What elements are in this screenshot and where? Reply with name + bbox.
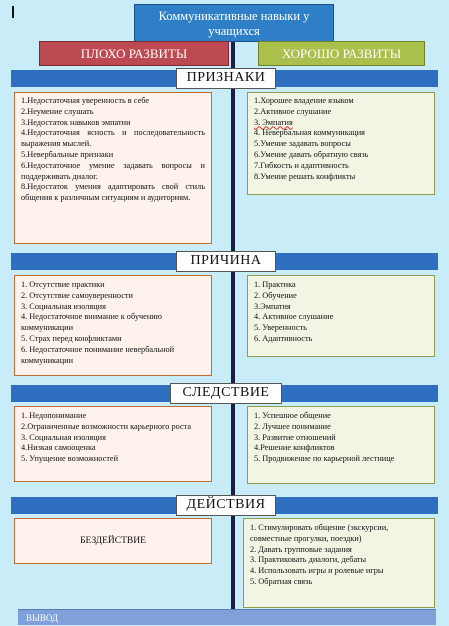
signs-bad-list: 1.Недостаточная уверенность в себе 2.Неу… [21,96,205,204]
list-item: 6. Недостаточное понимание невербальной … [21,344,175,365]
list-item: 3. Развитие отношений [254,432,336,442]
list-item: 2.Активное слушание [254,106,332,116]
consequence-bad-panel: 1. Недопонимание 2.Ограниченные возможно… [14,406,212,482]
list-item: 6.Умение давать обратную связь [254,149,369,159]
list-item: 5.Невербальные признаки [21,149,114,159]
list-item: 4. Невербальная коммуникация [254,128,365,138]
list-item: 1. Отсутствие практики [21,280,105,289]
bad-developed-label: ПЛОХО РАЗВИТЫ [39,41,229,66]
consequence-good-list: 1. Успешное общение 2. Лучшее понимание … [254,411,428,465]
section-title-actions: ДЕЙСТВИЯ [176,495,276,516]
list-item: 3. Социальная изоляция [21,301,106,311]
list-item: 2.Неумение слушать [21,106,94,116]
list-item: 4. Недостаточное внимание к обучению ком… [21,312,162,333]
list-item: 1. Стимулировать общение (экскурсии, сов… [250,523,389,543]
list-item: 6. Адаптивность [254,333,313,343]
actions-good-list: 1. Стимулировать общение (экскурсии, сов… [250,523,428,588]
list-item: 4.Решение конфликтов [254,443,335,453]
consequence-good-panel: 1. Успешное общение 2. Лучшее понимание … [247,406,435,484]
list-item: 3. Эмпатия [254,117,293,127]
list-item: 4.Недостаточная ясность и последовательн… [21,128,205,149]
list-item: 4.Низкая самооценка [21,443,96,453]
signs-good-list: 1.Хорошее владение языком 2.Активное слу… [254,96,428,182]
list-item: 5. Продвижение по карьерной лестнице [254,454,395,464]
good-developed-label: ХОРОШО РАЗВИТЫ [258,41,425,66]
section-title-consequence: СЛЕДСТВИЕ [170,383,282,404]
text-cursor [12,6,14,18]
list-item: 7.Гибкость и адаптивность [254,160,349,170]
actions-good-panel: 1. Стимулировать общение (экскурсии, сов… [243,518,435,608]
list-item: 5. Обратная связь [250,576,313,586]
cause-bad-list: 1. Отсутствие практики 2. Отсутствие сам… [21,280,205,366]
cause-good-list: 1. Практика 2. Обучение 3.Эмпатия 4. Акт… [254,280,428,345]
actions-bad-panel: БЕЗДЕЙСТВИЕ [14,518,212,564]
diagram-title: Коммуникативные навыки у учащихся [134,4,334,42]
timeline-spine [231,40,235,620]
signs-bad-panel: 1.Недостаточная уверенность в себе 2.Неу… [14,92,212,244]
list-item: 1. Практика [254,280,296,289]
list-item: 2. Отсутствие самоуверенности [21,290,133,300]
list-item: 3.Недостаток навыков эмпатии [21,117,131,127]
cause-good-panel: 1. Практика 2. Обучение 3.Эмпатия 4. Акт… [247,275,435,357]
consequence-bad-list: 1. Недопонимание 2.Ограниченные возможно… [21,411,205,465]
list-item: 2. Обучение [254,290,297,300]
list-item: 6.Недостаточное умение задавать вопросы … [21,160,205,181]
list-item: 3.Эмпатия [254,301,291,311]
list-item: 2. Давать групповые задания [250,544,352,554]
cause-bad-panel: 1. Отсутствие практики 2. Отсутствие сам… [14,275,212,376]
list-item: 5. Страх перед конфликтами [21,333,122,343]
conclusion-bar: ВЫВОД [18,609,436,625]
list-item: 5.Умение задавать вопросы [254,139,351,149]
list-item: 2.Ограниченные возможности карьерного ро… [21,421,192,431]
list-item: 2. Лучшее понимание [254,421,331,431]
list-item: 5. Упущение возможностей [21,454,119,464]
list-item: 1.Хорошее владение языком [254,96,354,105]
list-item: 3. Социальная изоляция [21,432,106,442]
list-item: 3. Практиковать диалоги, дебаты [250,555,367,565]
list-item: 4. Активное слушание [254,312,334,322]
list-item: 1. Успешное общение [254,411,331,420]
list-item: 1. Недопонимание [21,411,87,420]
list-item: 1.Недостаточная уверенность в себе [21,96,150,105]
inaction-label: БЕЗДЕЙСТВИЕ [80,536,146,546]
signs-good-panel: 1.Хорошее владение языком 2.Активное слу… [247,92,435,195]
list-item: 4. Использовать игры и ролевые игры [250,566,384,576]
list-item: 5. Уверенность [254,323,307,333]
list-item: 8.Недостаток умения адаптировать свой ст… [21,182,205,203]
section-title-cause: ПРИЧИНА [176,251,276,272]
list-item: 8.Умение решать конфликты [254,171,356,181]
section-title-signs: ПРИЗНАКИ [176,68,276,89]
